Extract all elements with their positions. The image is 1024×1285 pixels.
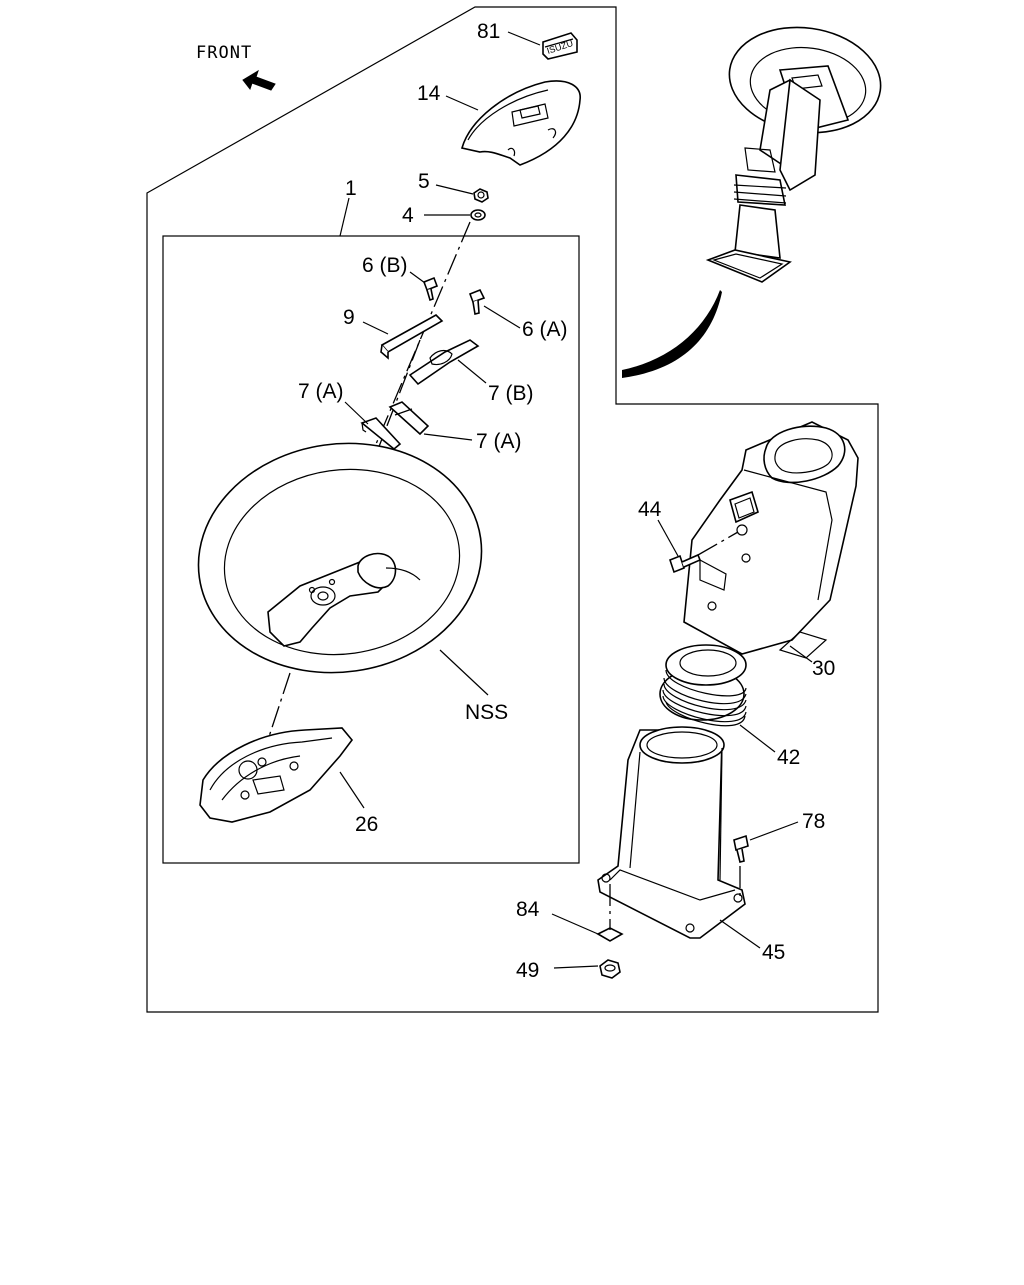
leader-42 (739, 724, 776, 753)
callout-42: 42 (777, 746, 800, 769)
bellows-42 (659, 644, 747, 727)
callout-9: 9 (343, 306, 355, 329)
screw-44 (669, 553, 702, 574)
leader-1 (339, 197, 350, 237)
callout-6a: 6 (A) (522, 318, 568, 341)
callout-7a-left: 7 (A) (298, 380, 344, 403)
callout-6b: 6 (B) (362, 254, 408, 277)
callout-44: 44 (638, 498, 662, 521)
washer-84 (596, 927, 624, 942)
leader-44 (657, 519, 679, 557)
contact-7b (408, 339, 480, 386)
center-line-f (697, 531, 739, 556)
leader-nss (439, 649, 489, 696)
callout-14: 14 (417, 82, 441, 105)
washer-4 (470, 209, 486, 221)
steering-wheel-nss (197, 442, 483, 674)
callout-81: 81 (477, 20, 500, 43)
column-shroud-30 (683, 421, 859, 659)
callout-84: 84 (516, 898, 540, 921)
bolt-78 (733, 834, 749, 863)
leader-6a (483, 305, 521, 329)
callout-45: 45 (762, 941, 785, 964)
leader-7b (457, 359, 487, 384)
front-label: FRONT (196, 43, 252, 63)
nut-5 (473, 188, 489, 203)
leader-84 (551, 913, 599, 935)
leader-81 (507, 31, 541, 46)
callout-49: 49 (516, 959, 539, 982)
leader-7a-right (423, 433, 473, 441)
screw-6b (422, 276, 439, 302)
callout-1: 1 (345, 177, 357, 200)
leader-26 (339, 771, 365, 809)
center-line-b (319, 339, 421, 601)
callout-7a-right: 7 (A) (476, 430, 522, 453)
leader-14 (445, 95, 479, 111)
screw-6a (468, 288, 486, 315)
leader-5 (435, 184, 474, 195)
callout-30: 30 (812, 657, 835, 680)
leader-7a-left (344, 401, 369, 425)
front-arrow-icon (242, 69, 276, 91)
overview-sketch (622, 26, 882, 378)
leader-30 (789, 645, 813, 663)
outer-frame (146, 6, 879, 1013)
horn-cover-14 (460, 80, 581, 166)
leader-6b (409, 271, 426, 284)
callout-4: 4 (402, 204, 414, 227)
callout-5: 5 (418, 170, 430, 193)
leader-78 (749, 821, 799, 841)
callout-7b: 7 (B) (488, 382, 534, 405)
contact-7a-left (360, 417, 402, 451)
contact-7a-right (388, 401, 430, 436)
bracket-9 (380, 314, 444, 360)
column-boot-45 (597, 726, 746, 939)
leader-49 (553, 965, 599, 969)
horn-cap-81: ISUZU (542, 32, 578, 60)
column-cover-26 (199, 727, 354, 823)
callout-78: 78 (802, 810, 825, 833)
inner-group-box (162, 235, 580, 864)
callout-26: 26 (355, 813, 378, 836)
leader-9 (362, 321, 389, 335)
leader-45 (719, 919, 761, 949)
nut-49 (599, 959, 621, 979)
callout-nss: NSS (465, 701, 508, 724)
